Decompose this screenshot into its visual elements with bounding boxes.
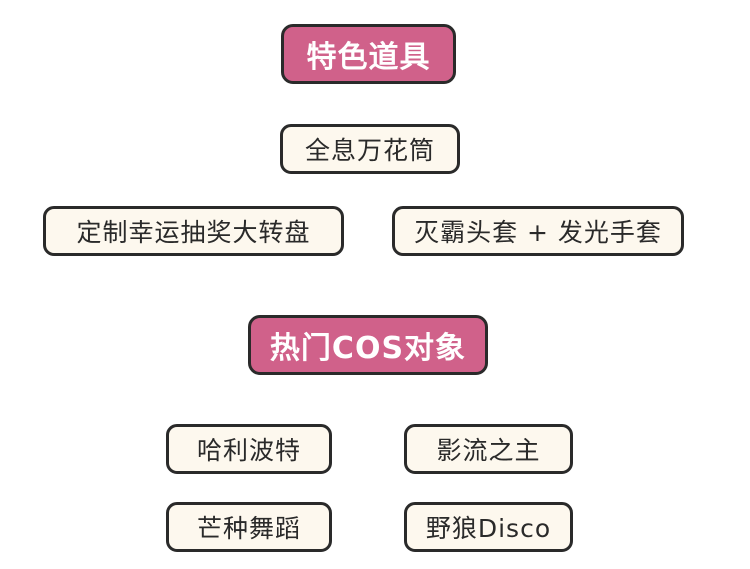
- section-title-props: 特色道具: [281, 24, 456, 84]
- section-title-cos-targets: 热门COS对象: [248, 315, 488, 375]
- cos-item-harry-potter: 哈利波特: [166, 424, 332, 474]
- prop-item-lucky-wheel: 定制幸运抽奖大转盘: [43, 206, 344, 256]
- cos-item-wolf-disco: 野狼Disco: [404, 502, 573, 552]
- prop-item-holographic-kaleidoscope: 全息万花筒: [280, 124, 460, 174]
- prop-item-thanos-headgear-glove: 灭霸头套 + 发光手套: [392, 206, 684, 256]
- cos-item-mangzhong-dance: 芒种舞蹈: [166, 502, 332, 552]
- cos-item-shadow-master: 影流之主: [404, 424, 573, 474]
